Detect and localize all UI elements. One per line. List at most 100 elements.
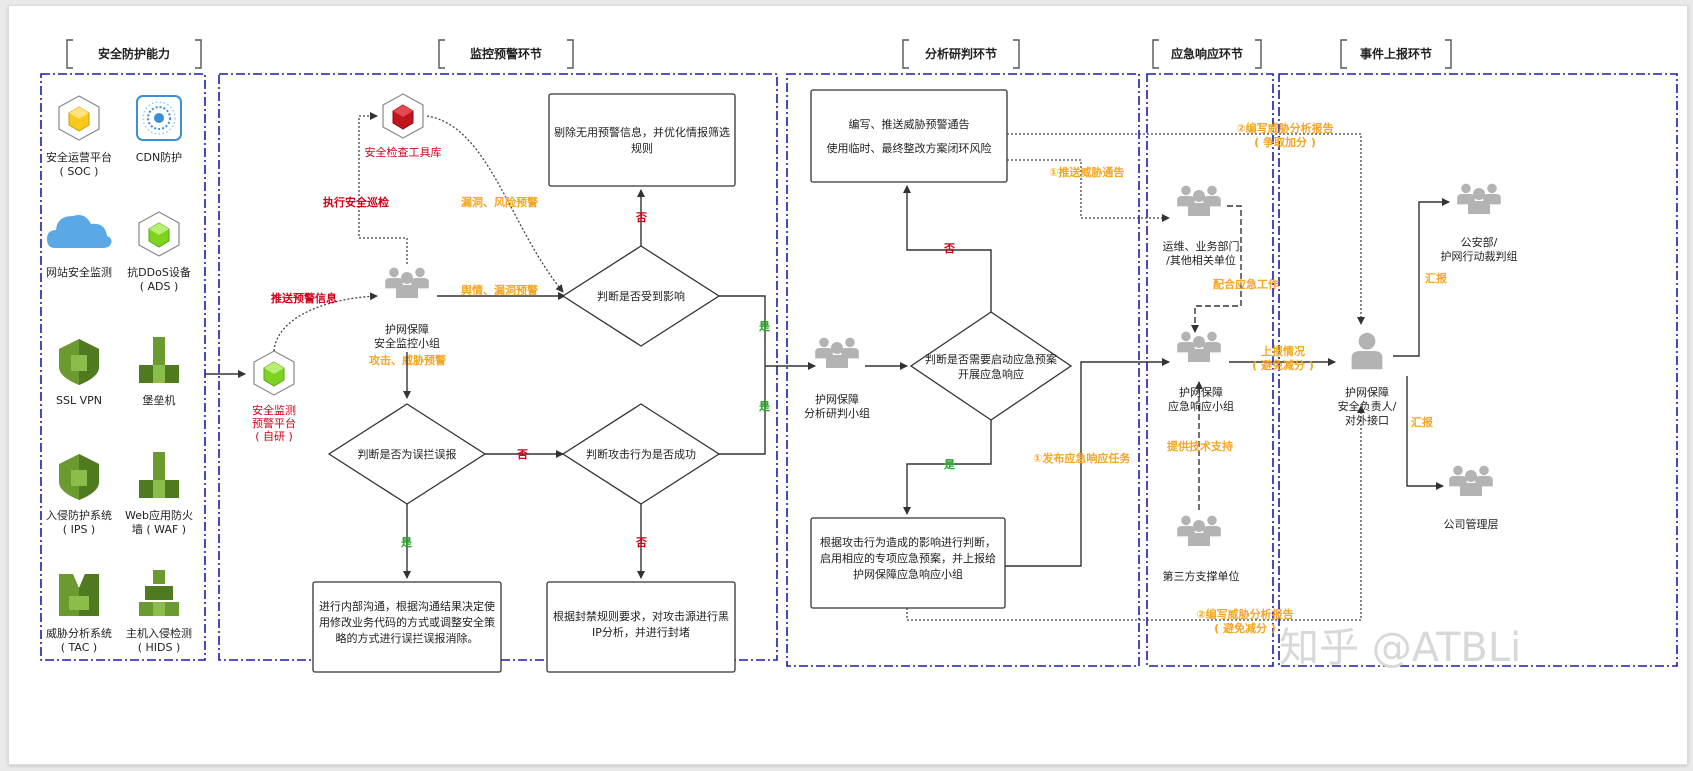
platform-label-2: 预警平台 (252, 416, 296, 430)
third-party-label: 第三方支撑单位 (1163, 569, 1240, 583)
diagram-canvas: 安全防护能力 监控预警环节 分析研判环节 应急响应环节 事件上报环节 安全运营平… (8, 5, 1688, 765)
section-title-capability: 安全防护能力 (98, 46, 170, 61)
bastion-label: 堡垒机 (143, 393, 176, 407)
analysis-team-label-2: 分析研判小组 (804, 406, 870, 420)
police-icon (1457, 184, 1501, 214)
label-yes-affected: 是 (758, 320, 771, 333)
decision-emergency-line2: 开展应急响应 (958, 367, 1024, 381)
cdn-label: CDN防护 (136, 150, 182, 164)
box-notice-line1: 编写、推送威胁预警通告 (849, 117, 970, 131)
cdn-icon (136, 95, 182, 141)
box-notice-line2: 使用临时、最终整改方案闭环风险 (827, 141, 992, 155)
label-report-top-2: ( 争取加分 ) (1254, 135, 1316, 149)
label-no-emergency: 否 (943, 242, 955, 255)
analysis-team-label-1: 护网保障 (815, 392, 859, 406)
security-lead-label-3: 对外接口 (1345, 413, 1389, 427)
response-team-icon (1177, 332, 1221, 362)
label-report-bottom-1: ②编写威胁分析报告 (1196, 607, 1293, 621)
ips-label-2: ( IPS ) (63, 523, 95, 536)
police-label-2: 护网行动裁判组 (1441, 249, 1518, 263)
police-label-1: 公安部/ (1461, 235, 1498, 249)
waf-icon (139, 452, 179, 498)
ips-icon (59, 454, 99, 500)
label-upload-2: ( 避免减分 ) (1252, 358, 1314, 372)
label-upload-1: 上报情况 (1261, 344, 1305, 358)
toolbox-cube-icon (382, 93, 424, 139)
box-internal-line1: 进行内部沟通，根据沟通结果决定使 (319, 599, 495, 613)
label-cooperate: 配合应急工作 (1213, 277, 1279, 291)
label-execute-patrol: 执行安全巡检 (323, 195, 389, 209)
analysis-team-icon (815, 338, 859, 368)
label-no-false-alarm: 否 (516, 448, 528, 461)
security-lead-icon (1351, 332, 1383, 370)
section-title-response: 应急响应环节 (1171, 46, 1243, 61)
watermark: 知乎 @ATBLi (1279, 625, 1521, 671)
ips-label-1: 入侵防护系统 (46, 508, 112, 522)
label-publish-task: ①发布应急响应任务 (1033, 451, 1131, 465)
security-lead-label-2: 安全负责人/ (1338, 399, 1397, 413)
box-internal-line2: 用修改业务代码的方式或调整安全策 (319, 615, 495, 629)
third-party-icon (1177, 516, 1221, 546)
ads-label-2: ( ADS ) (140, 280, 179, 293)
tac-label-1: 威胁分析系统 (46, 626, 112, 640)
box-block-line1: 根据封禁规则要求，对攻击源进行黑 (553, 609, 729, 623)
tac-label-2: ( TAC ) (61, 641, 97, 654)
waf-label-2: 墙 ( WAF ) (132, 522, 186, 536)
box-judge-line3: 护网保障应急响应小组 (853, 567, 963, 581)
decision-success-text: 判断攻击行为是否成功 (586, 447, 696, 461)
frame-response (1146, 73, 1274, 667)
section-title-report: 事件上报环节 (1360, 46, 1432, 61)
soc-icon (58, 95, 100, 141)
platform-label-1: 安全监测 (252, 403, 296, 417)
box-internal-line3: 略的方式进行误拦误报消除。 (336, 631, 479, 645)
mgmt-label: 公司管理层 (1444, 517, 1499, 531)
section-title-monitor: 监控预警环节 (470, 46, 542, 61)
security-lead-label-1: 护网保障 (1345, 385, 1389, 399)
frame-capability (40, 73, 206, 661)
frame-analysis (786, 73, 1140, 667)
frame-report (1278, 73, 1678, 667)
decision-emergency-diamond (909, 311, 1073, 421)
platform-label-3: ( 自研 ) (255, 430, 293, 443)
mgmt-icon (1449, 466, 1493, 496)
box-judge-line1: 根据攻击行为造成的影响进行判断， (820, 535, 996, 549)
label-intel: 舆情、漏洞预警 (461, 283, 538, 297)
cloud-icon (47, 215, 112, 248)
box-judge (810, 517, 1006, 609)
box-block-line2: IP分析，并进行封堵 (592, 625, 690, 639)
box-remove-line2: 规则 (631, 141, 653, 155)
bastion-icon (139, 337, 179, 383)
flow-diagram: 安全防护能力 监控预警环节 分析研判环节 应急响应环节 事件上报环节 安全运营平… (40, 39, 1678, 673)
label-vuln-risk: 漏洞、风险预警 (461, 195, 538, 209)
response-team-label-1: 护网保障 (1179, 385, 1223, 399)
box-judge-line2: 启用相应的专项应急预案，并上报给 (820, 551, 996, 565)
box-block (546, 581, 736, 673)
box-remove (548, 93, 736, 187)
monitor-team-label-2: 安全监控小组 (374, 336, 440, 350)
hids-icon (139, 570, 179, 616)
label-huibao-1: 汇报 (1425, 271, 1448, 285)
label-push-notice: ①推送威胁通告 (1049, 165, 1124, 179)
label-report-bottom-2: ( 避免减分 ) (1214, 621, 1276, 635)
decision-emergency-line1: 判断是否需要启动应急预案 (925, 352, 1057, 366)
platform-cube-icon (253, 350, 295, 396)
box-internal (312, 581, 502, 673)
ads-icon (138, 211, 180, 257)
ops-label-1: 运维、业务部门 (1163, 239, 1240, 253)
sslvpn-label: SSL VPN (56, 394, 102, 407)
box-notice (810, 89, 1008, 183)
label-huibao-2: 汇报 (1411, 415, 1434, 429)
web-monitor-label: 网站安全监测 (46, 265, 112, 279)
toolbox-label: 安全检查工具库 (365, 145, 442, 159)
hids-label-2: ( HIDS ) (138, 641, 181, 654)
decision-affected-diamond (561, 245, 721, 347)
decision-affected-text: 判断是否受到影响 (597, 289, 685, 303)
monitor-team-label-1: 护网保障 (385, 322, 429, 336)
label-report-top-1: ②编写威胁分析报告 (1236, 121, 1333, 135)
ops-label-2: /其他相关单位 (1166, 253, 1236, 267)
soc-label-1: 安全运营平台 (46, 150, 112, 164)
label-tech-support: 提供技术支持 (1167, 439, 1233, 453)
waf-label-1: Web应用防火 (125, 508, 193, 522)
sslvpn-icon (59, 339, 99, 385)
label-yes-false-alarm: 是 (400, 536, 413, 549)
